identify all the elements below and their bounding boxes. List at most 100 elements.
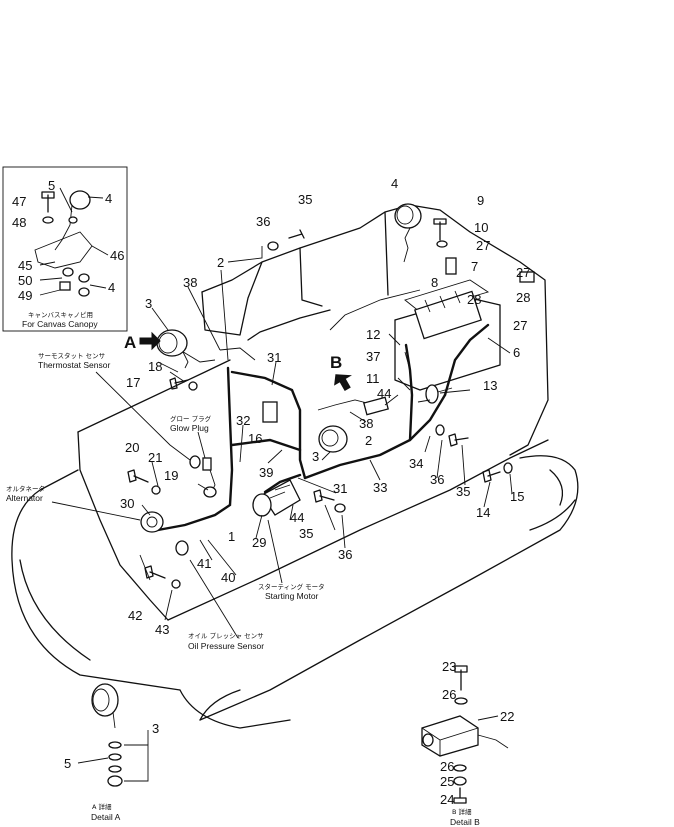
part-39: 39 bbox=[259, 465, 273, 480]
part-34: 34 bbox=[409, 456, 423, 471]
ground-clamp-8 bbox=[445, 257, 535, 283]
detail-a-label-en: Detail A bbox=[91, 812, 121, 822]
oil-pressure-sensor bbox=[175, 540, 189, 556]
part-35b: 35 bbox=[456, 484, 470, 499]
part-3b: 3 bbox=[312, 449, 319, 464]
machine-outline bbox=[11, 204, 579, 729]
part-11: 11 bbox=[366, 371, 380, 386]
thermostat-label-en: Thermostat Sensor bbox=[38, 360, 110, 370]
part-8: 8 bbox=[431, 275, 438, 290]
part-27c: 27 bbox=[513, 318, 527, 333]
oil-sensor-label-en: Oil Pressure Sensor bbox=[188, 641, 264, 651]
part-28a: 28 bbox=[467, 292, 481, 307]
part-13: 13 bbox=[483, 378, 497, 393]
part-14: 14 bbox=[476, 505, 490, 520]
connector-13 bbox=[425, 384, 453, 404]
part-36: 36 bbox=[256, 214, 270, 229]
battery bbox=[414, 290, 482, 340]
part-43: 43 bbox=[155, 622, 169, 637]
part-27b: 27 bbox=[516, 265, 530, 280]
alternator-label-jp: オルタネータ bbox=[6, 484, 45, 493]
part-35: 35 bbox=[298, 192, 312, 207]
view-b-arrow bbox=[334, 374, 352, 391]
thermostat-sensor bbox=[189, 455, 201, 469]
part-37: 37 bbox=[366, 349, 380, 364]
part-5-inset: 5 bbox=[48, 178, 55, 193]
oil-sensor-label-jp: オイル プレッシャ センサ bbox=[188, 632, 264, 640]
part-44: 44 bbox=[377, 386, 391, 401]
glow-plug bbox=[202, 457, 212, 471]
part-30: 30 bbox=[120, 496, 134, 511]
part-5-detail-a: 5 bbox=[64, 756, 71, 771]
part-38b: 38 bbox=[359, 416, 373, 431]
part-16: 16 bbox=[248, 431, 262, 446]
part-48: 48 bbox=[12, 215, 26, 230]
part-4-inset: 4 bbox=[105, 191, 112, 206]
part-41: 41 bbox=[197, 556, 211, 571]
part-29: 29 bbox=[252, 535, 266, 550]
part-2: 2 bbox=[217, 255, 224, 270]
part-3-detail-a: 3 bbox=[152, 721, 159, 736]
part-40: 40 bbox=[221, 570, 235, 585]
part-38: 38 bbox=[183, 275, 197, 290]
part-17: 17 bbox=[126, 375, 140, 390]
part-12: 12 bbox=[366, 327, 380, 342]
part-10: 10 bbox=[474, 220, 488, 235]
bolts bbox=[127, 218, 513, 589]
canopy-label-jp: キャンバスキャノピ用 bbox=[28, 311, 93, 319]
part-45: 45 bbox=[18, 258, 32, 273]
leader-lines bbox=[51, 246, 513, 639]
part-31: 31 bbox=[267, 350, 281, 365]
detail-b-label-jp: B 詳細 bbox=[452, 807, 472, 816]
part-25: 25 bbox=[440, 774, 454, 789]
part-23: 23 bbox=[442, 659, 456, 674]
part-31b: 31 bbox=[333, 481, 347, 496]
canopy-inset bbox=[2, 166, 128, 332]
relay-16 bbox=[262, 401, 278, 423]
part-2b: 2 bbox=[365, 433, 372, 448]
alternator bbox=[140, 511, 164, 533]
part-26: 26 bbox=[442, 687, 456, 702]
starting-motor bbox=[252, 479, 301, 517]
component-labels: キャンバスキャノピ用 For Canvas Canopy サーモスタット センサ… bbox=[6, 311, 480, 827]
part-15: 15 bbox=[510, 489, 524, 504]
relay-44 bbox=[363, 396, 389, 416]
view-a-label: A bbox=[124, 333, 136, 352]
part-19: 19 bbox=[164, 468, 178, 483]
part-26b: 26 bbox=[440, 759, 454, 774]
part-4-inset-b: 4 bbox=[108, 280, 115, 295]
part-24: 24 bbox=[440, 792, 454, 807]
part-44b: 44 bbox=[290, 510, 304, 525]
part-22: 22 bbox=[500, 709, 514, 724]
view-b-label: B bbox=[330, 353, 342, 372]
work-lamp-4 bbox=[394, 203, 422, 263]
part-numbers: 3 2 38 36 35 4 9 10 27 7 27 8 28 28 27 6… bbox=[12, 176, 530, 807]
part-1: 1 bbox=[228, 529, 235, 544]
alternator-label-en: Alternator bbox=[6, 493, 43, 503]
horn-2 bbox=[318, 425, 348, 453]
thermostat-label-jp: サーモスタット センサ bbox=[38, 351, 105, 360]
part-42: 42 bbox=[128, 608, 142, 623]
part-47: 47 bbox=[12, 194, 26, 209]
part-36c: 36 bbox=[338, 547, 352, 562]
wire-harness bbox=[156, 289, 490, 532]
canopy-label-en: For Canvas Canopy bbox=[22, 319, 98, 329]
part-9: 9 bbox=[477, 193, 484, 208]
part-49: 49 bbox=[18, 288, 32, 303]
part-46: 46 bbox=[110, 248, 124, 263]
part-28b: 28 bbox=[516, 290, 530, 305]
part-32: 32 bbox=[236, 413, 250, 428]
detail-b-label-en: Detail B bbox=[450, 817, 480, 827]
part-20: 20 bbox=[125, 440, 139, 455]
detail-b bbox=[421, 665, 509, 804]
view-a-arrow bbox=[139, 331, 161, 351]
part-4: 4 bbox=[391, 176, 398, 191]
part-27a: 27 bbox=[476, 238, 490, 253]
part-7: 7 bbox=[471, 259, 478, 274]
part-36b: 36 bbox=[430, 472, 444, 487]
part-35c: 35 bbox=[299, 526, 313, 541]
part-18: 18 bbox=[148, 359, 162, 374]
part-21: 21 bbox=[148, 450, 162, 465]
starting-motor-label-jp: スターティング モータ bbox=[258, 582, 325, 591]
